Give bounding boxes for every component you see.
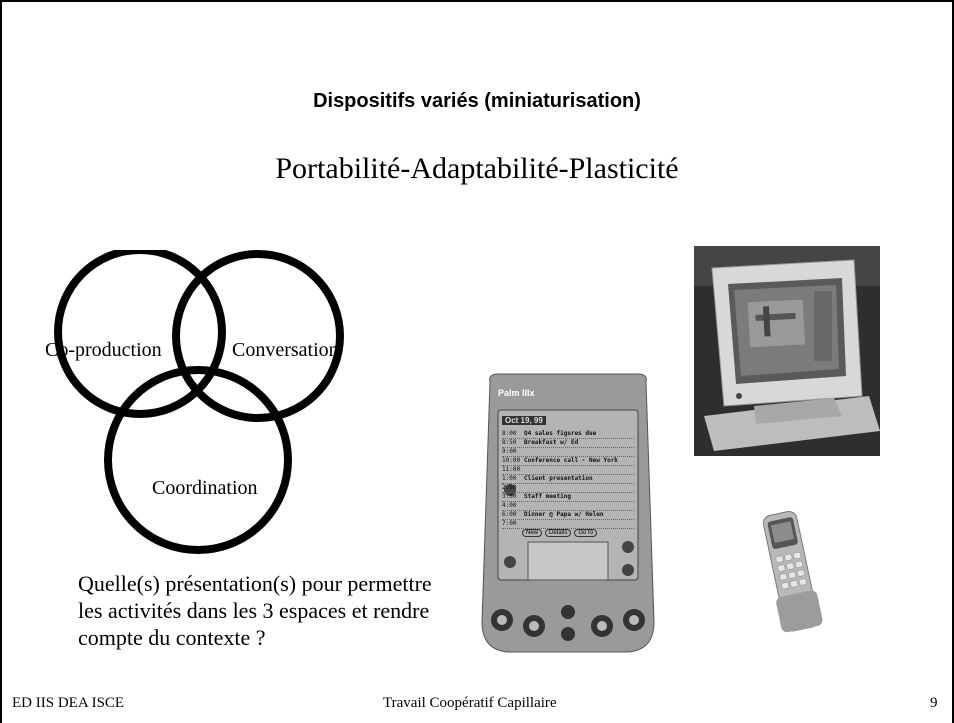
slide-subtitle: Portabilité-Adaptabilité-Plasticité xyxy=(275,152,679,185)
pda-agenda-row: 3:00 Staff meeting xyxy=(502,493,634,502)
pda-agenda-row: 8:00 Q4 sales figures due xyxy=(502,430,634,439)
pda-agenda-time: 9:00 xyxy=(502,448,517,455)
venn-label-conversation: Conversation xyxy=(232,339,339,361)
page-number: 9 xyxy=(930,695,938,711)
pda-agenda-time: 10:00 xyxy=(502,457,521,464)
venn-circle-coproduction xyxy=(54,250,226,418)
pda-agenda-row: 8:50 Breakfast w/ Ed xyxy=(502,439,634,448)
footer-center: Travail Coopératif Capillaire xyxy=(383,695,557,711)
pda-agenda-text: Breakfast w/ Ed xyxy=(524,439,579,446)
pda-agenda-time: 11:00 xyxy=(502,466,521,473)
pda-agenda-time: 7:00 xyxy=(502,520,517,527)
pda-image: Palm IIIx Oct 19, 99 8:00 Q4 sales figure… xyxy=(478,372,658,657)
pda-agenda-time: 8:00 xyxy=(502,430,517,437)
pda-agenda-text: Dinner @ Papa w/ Helen xyxy=(524,511,604,518)
footer-left: ED IIS DEA ISCE xyxy=(12,695,125,711)
pda-body xyxy=(481,373,655,653)
pda-date: Oct 19, 99 xyxy=(502,416,546,425)
venn-label-coordination: Coordination xyxy=(152,477,258,499)
venn-label-coproduction: Co-production xyxy=(45,339,162,361)
pda-agenda-time: 6:00 xyxy=(502,511,517,518)
pda-agenda-row: 2:00 xyxy=(502,484,634,493)
pda-agenda-text: Client presentation xyxy=(524,475,593,482)
pda-agenda-text: Conference call - New York xyxy=(524,457,618,464)
pda-agenda-text: Q4 sales figures due xyxy=(524,430,597,437)
pda-agenda-time: 3:00 xyxy=(502,493,517,500)
pda-agenda-time: 4:00 xyxy=(502,502,517,509)
pda-agenda-row: 6:00 Dinner @ Papa w/ Helen xyxy=(502,511,634,520)
mobile-phone-image xyxy=(762,510,823,633)
pda-brand: Palm IIIx xyxy=(498,388,535,398)
pda-agenda: 8:00 Q4 sales figures due 8:50 Breakfast w/… xyxy=(502,430,634,529)
slide-title: Dispositifs variés (miniaturisation) xyxy=(313,90,641,112)
monitor-image xyxy=(694,246,880,456)
pda-agenda-time: 1:00 xyxy=(502,475,517,482)
pda-agenda-row: 4:00 xyxy=(502,502,634,511)
venn-diagram xyxy=(54,250,344,554)
pda-agenda-row: 11:00 xyxy=(502,466,634,475)
pda-agenda-text: Staff meeting xyxy=(524,493,571,500)
pda-button: Go to xyxy=(574,529,598,537)
pda-agenda-row: 7:00 xyxy=(502,520,634,529)
pda-button: Details xyxy=(545,529,572,537)
pda-button: New xyxy=(522,529,543,537)
pda-agenda-row: 1:00 Client presentation xyxy=(502,475,634,484)
venn-circle-coordination xyxy=(104,366,292,554)
question-text: Quelle(s) présentation(s) pour permettre… xyxy=(78,571,432,650)
pda-agenda-time: 8:50 xyxy=(502,439,517,446)
venn-circle-conversation xyxy=(172,250,344,422)
pda-agenda-row: 9:00 xyxy=(502,448,634,457)
pda-agenda-time: 2:00 xyxy=(502,484,517,491)
